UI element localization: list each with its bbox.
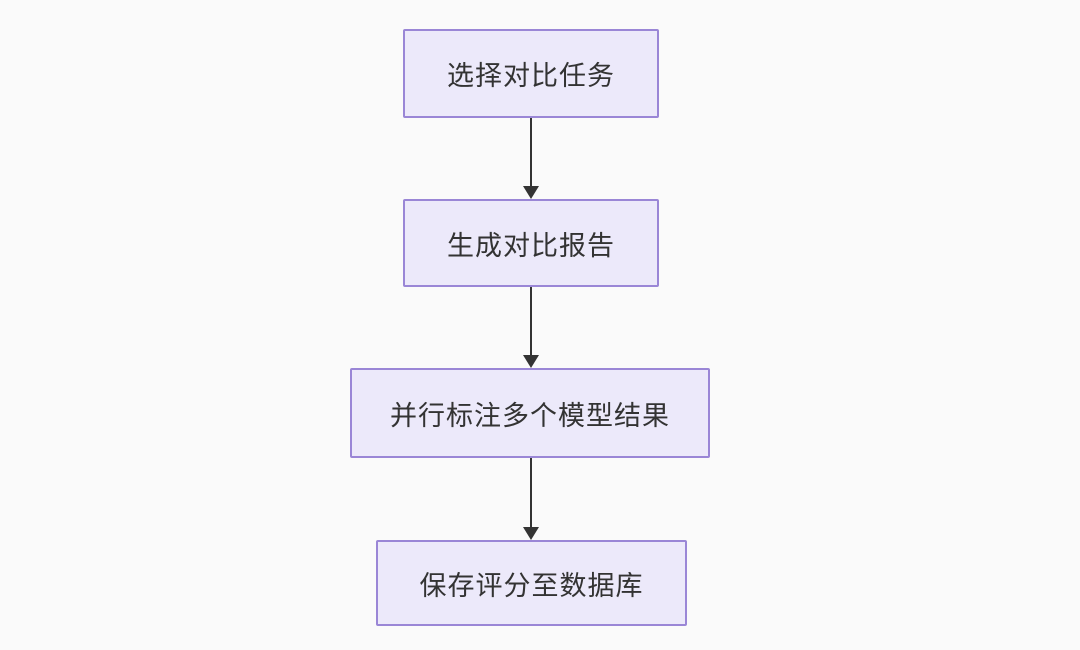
flow-node-label: 选择对比任务 [447, 61, 615, 91]
flow-node-generate-report: 生成对比报告 [403, 199, 659, 287]
flow-node-label: 生成对比报告 [447, 230, 615, 261]
flow-arrow [523, 458, 539, 540]
flow-arrow [523, 118, 539, 199]
arrowhead-down-icon [523, 186, 539, 199]
flow-node-save-scores: 保存评分至数据库 [376, 540, 687, 626]
flow-node-label: 并行标注多个模型结果 [390, 400, 670, 431]
arrow-shaft [530, 287, 532, 355]
flow-node-parallel-annotate: 并行标注多个模型结果 [350, 368, 710, 458]
flow-node-select-task: 选择对比任务 [403, 29, 659, 118]
arrowhead-down-icon [523, 355, 539, 368]
arrow-shaft [530, 118, 532, 186]
flow-node-label: 保存评分至数据库 [419, 570, 644, 601]
flow-arrow [523, 287, 539, 368]
arrowhead-down-icon [523, 527, 539, 540]
arrow-shaft [530, 458, 532, 527]
